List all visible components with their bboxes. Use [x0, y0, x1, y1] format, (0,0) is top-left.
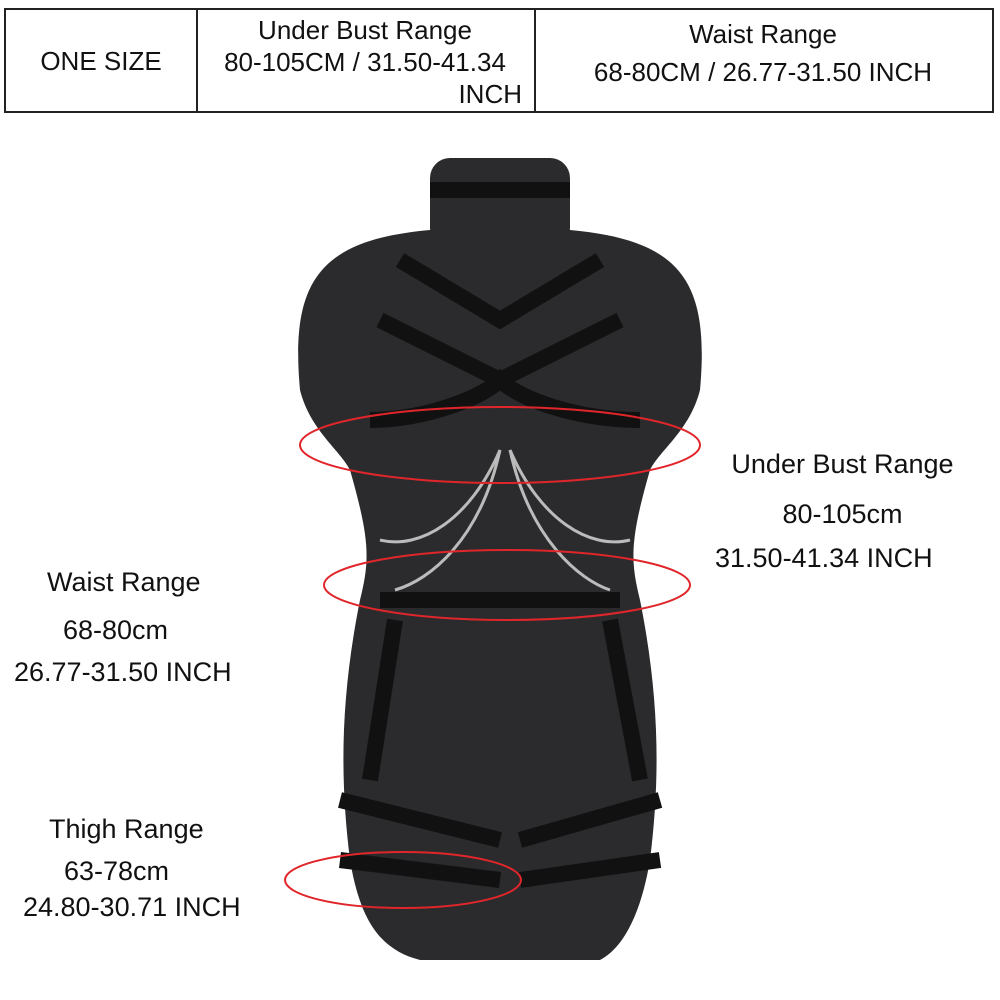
size-cell: ONE SIZE: [6, 10, 198, 111]
thigh-annotation-title: Thigh Range: [49, 814, 204, 844]
waist-annotation-inch: 26.77-31.50 INCH: [14, 657, 232, 687]
waist-value: 68-80CM / 26.77-31.50 INCH: [593, 57, 933, 87]
under-bust-annotation-cm: 80-105cm: [782, 499, 903, 529]
under-bust-annotation: Under Bust Range 80-105cm 31.50-41.34 IN…: [715, 447, 970, 575]
measure-rings: [284, 406, 701, 909]
waist-ring: [323, 549, 691, 621]
under-bust-title: Under Bust Range: [258, 15, 472, 45]
under-bust-value-unit: INCH: [458, 79, 522, 109]
waist-annotation-title: Waist Range: [47, 567, 201, 597]
under-bust-annotation-inch: 31.50-41.34 INCH: [715, 543, 933, 573]
thigh-annotation-cm: 63-78cm: [64, 856, 170, 886]
harness-straps: [338, 182, 663, 888]
thigh-annotation: Thigh Range 63-78cm 24.80-30.71 INCH: [20, 812, 270, 924]
size-label: ONE SIZE: [40, 45, 162, 76]
chains: [379, 449, 631, 592]
waist-annotation-cm: 68-80cm: [63, 615, 169, 645]
size-table: ONE SIZE Under Bust Range 80-105CM / 31.…: [4, 8, 994, 113]
under-bust-ring: [299, 406, 701, 484]
under-bust-value: 80-105CM / 31.50-41.34: [224, 47, 506, 77]
thigh-annotation-inch: 24.80-30.71 INCH: [23, 892, 241, 922]
waist-title: Waist Range: [689, 19, 837, 49]
waist-annotation: Waist Range 68-80cm 26.77-31.50 INCH: [10, 565, 260, 689]
waist-cell: Waist Range 68-80CM / 26.77-31.50 INCH: [534, 10, 992, 111]
under-bust-cell: Under Bust Range 80-105CM / 31.50-41.34 …: [196, 10, 536, 111]
thigh-ring: [284, 851, 522, 909]
under-bust-annotation-title: Under Bust Range: [731, 449, 954, 479]
